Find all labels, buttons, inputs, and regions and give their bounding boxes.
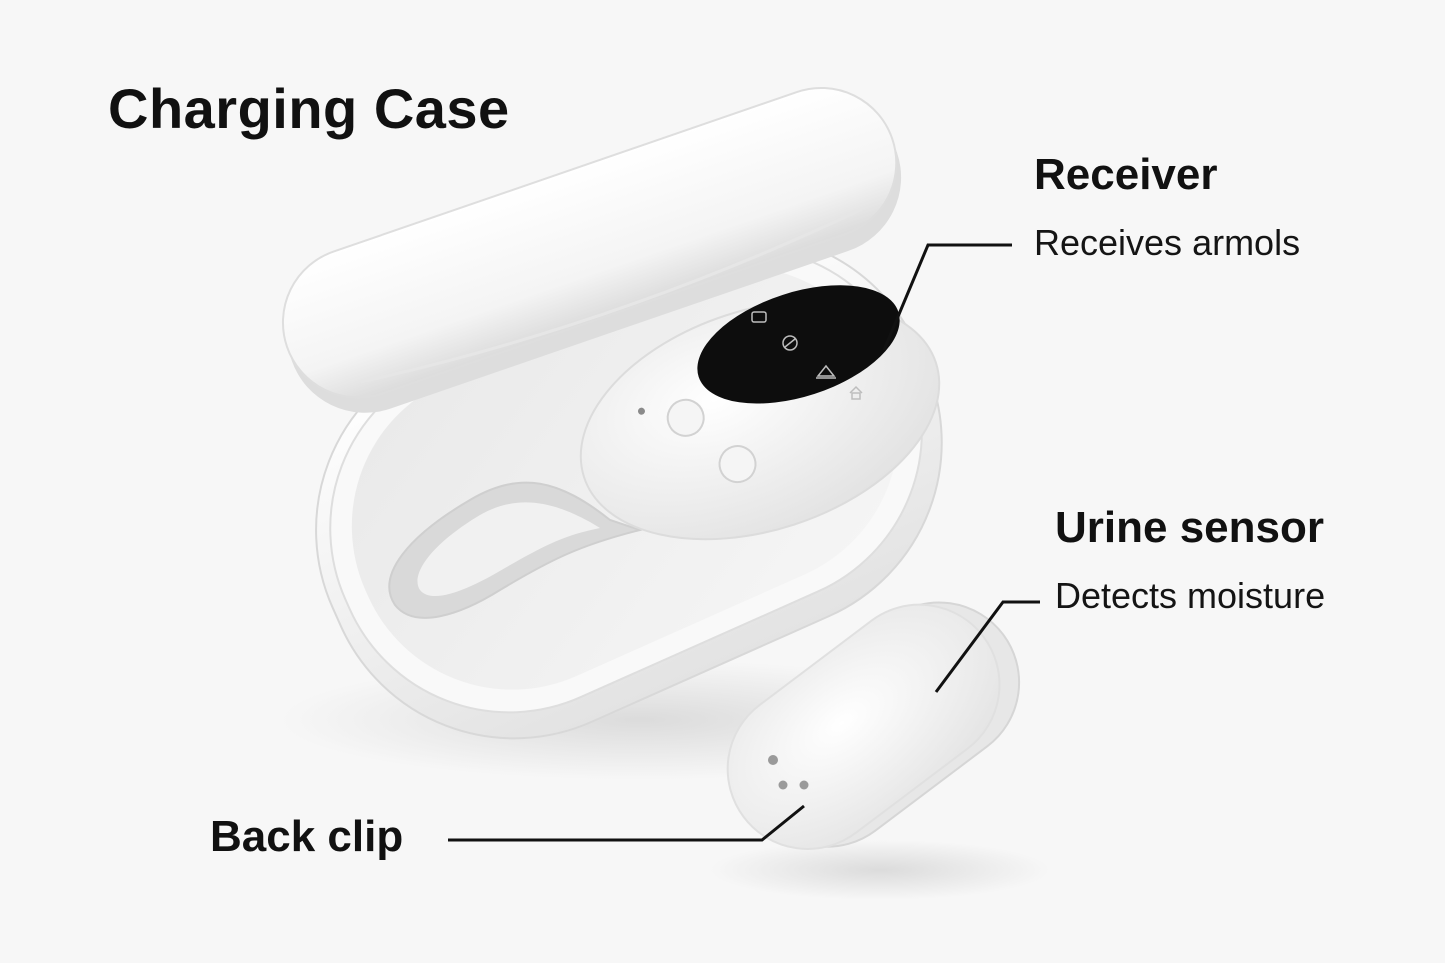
sensor-label: Urine sensor [1055, 503, 1324, 552]
sensor-callout-line [934, 600, 1040, 693]
receiver-device [579, 285, 941, 541]
sensor-dot [799, 780, 809, 790]
sensor-shadow [710, 840, 1050, 900]
sensor-dot [768, 755, 778, 765]
receiver-button-bottom[interactable] [715, 441, 760, 486]
receiver-button-top[interactable] [663, 395, 708, 440]
receiver-label: Receiver [1034, 150, 1218, 199]
receiver-description: Receives armols [1034, 222, 1301, 263]
case-lid [281, 86, 902, 413]
signal-icon [782, 335, 798, 351]
clip-label: Back clip [210, 812, 404, 861]
sensor-dot [778, 780, 788, 790]
sensor-description: Detects moisture [1055, 575, 1326, 616]
clip-strap [388, 481, 644, 619]
page-title: Charging Case [108, 77, 510, 140]
battery-icon [751, 311, 767, 323]
receiver-screen [697, 285, 900, 404]
clip-callout-line [448, 804, 805, 842]
bell-icon [816, 364, 836, 379]
urine-sensor [726, 601, 1021, 850]
home-signal-icon [849, 385, 863, 400]
screen-icons [751, 311, 863, 400]
receiver-led [637, 407, 645, 415]
sensor-body [726, 603, 1001, 850]
receiver-callout-line [882, 243, 1012, 351]
